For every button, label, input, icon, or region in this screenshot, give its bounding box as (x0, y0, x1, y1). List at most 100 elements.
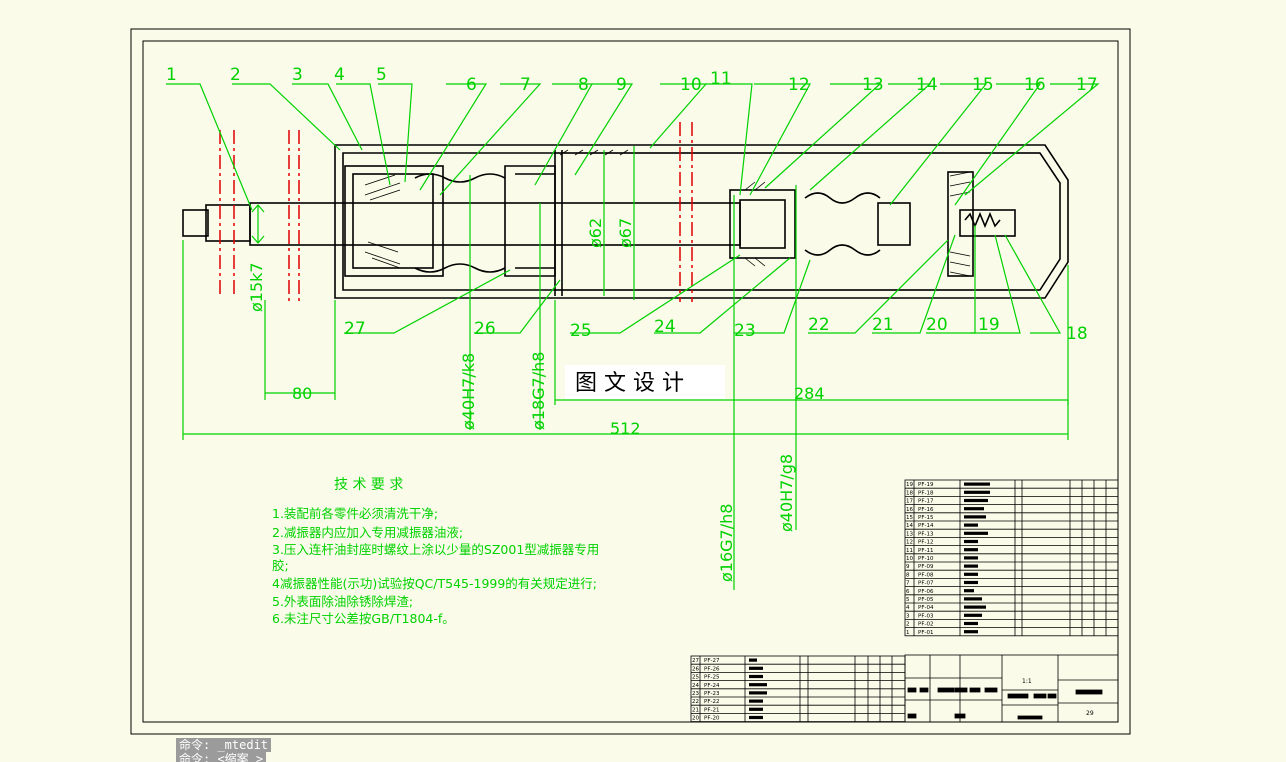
bom-item-number: 20 (692, 716, 699, 722)
part-label: 27 (344, 319, 366, 339)
bom-item-name (964, 482, 990, 486)
bom-item-number: 22 (692, 699, 699, 705)
bom-item-code: PF-10 (918, 556, 934, 562)
bom-item-number: 3 (906, 613, 910, 619)
part-label: 1 (166, 65, 177, 85)
bom-item-name (749, 674, 763, 679)
inner-border (142, 40, 1119, 723)
bom-item-number: 21 (692, 707, 699, 713)
bom-item-name (964, 548, 978, 552)
bom-item-number: 5 (906, 597, 910, 603)
part-label: 5 (376, 65, 387, 85)
bom-item-code: PF-07 (918, 581, 934, 587)
bom-item-number: 13 (906, 531, 913, 537)
dimension-labels: ø15k7 80 ø40H7/k8 ø18G7/h8 ø62 ø67 284 5… (247, 218, 825, 582)
bom-item-number: 16 (906, 507, 913, 513)
bom-item-code: PF-26 (704, 666, 720, 672)
bom-item-number: 1 (906, 630, 910, 636)
part-label: 17 (1076, 75, 1098, 95)
part-label: 21 (872, 315, 894, 335)
part-label: 8 (578, 75, 589, 95)
hatch-sections (364, 149, 971, 277)
bom-item-name (964, 564, 978, 568)
part-label: 9 (616, 75, 627, 95)
tech-line: 3.压入连杆油封座时螺纹上涂以少量的SZ001型减振器专用 (272, 542, 599, 557)
part-label: 2 (230, 65, 241, 85)
tech-line: 1.装配前各零件必须清洗干净; (272, 506, 438, 521)
bom-item-code: PF-16 (918, 507, 934, 513)
bom-item-code: PF-17 (918, 499, 934, 505)
bom-item-number: 24 (692, 683, 699, 689)
part-label: 14 (916, 75, 938, 95)
bom-item-code: PF-24 (704, 683, 720, 689)
part-label: 12 (788, 75, 810, 95)
title-block (904, 654, 1119, 723)
bom-item-code: PF-12 (918, 540, 933, 546)
bom-item-code: PF-03 (918, 613, 934, 619)
tech-title: 技 术 要 求 (334, 477, 403, 493)
tech-requirements: 技 术 要 求 1.装配前各零件必须清洗干净; 2.减振器内应加入专用减振器油液… (272, 477, 599, 626)
shock-absorber-assembly (182, 144, 1069, 299)
bom-item-code: PF-27 (704, 658, 720, 664)
dim-label: ø67 (616, 218, 635, 248)
dim-label: ø18G7/h8 (529, 352, 548, 430)
bom-item-code: PF-09 (918, 564, 934, 570)
center-lines (219, 122, 693, 302)
bom-item-code: PF-08 (918, 572, 934, 578)
bom-item-number: 17 (906, 499, 913, 505)
tech-line: 6.未注尺寸公差按GB/T1804-f。 (272, 611, 455, 626)
tech-line: 4减振器性能(示功)试验按QC/T545-1999的有关规定进行; (272, 576, 597, 591)
part-label: 15 (972, 75, 994, 95)
bom-item-name (964, 515, 986, 519)
scale-text: 1:1 (1022, 678, 1032, 685)
bom-item-name (964, 572, 978, 576)
dim-label: ø40H7/k8 (459, 353, 478, 430)
part-label: 18 (1066, 324, 1088, 344)
bom-item-name (749, 715, 763, 720)
bom-item-name (964, 490, 990, 494)
bom-item-number: 4 (906, 605, 910, 611)
part-label: 6 (466, 75, 477, 95)
bom-item-code: PF-01 (918, 630, 933, 636)
command-line-2[interactable]: 命令: <缩案 > (176, 752, 267, 762)
bom-item-code: PF-25 (704, 675, 720, 681)
bom-item-name (964, 539, 978, 544)
bom-item-number: 9 (906, 564, 910, 570)
bom-item-name (964, 605, 986, 609)
part-label: 4 (334, 65, 345, 85)
part-label: 25 (570, 321, 592, 341)
bom-item-number: 23 (692, 691, 699, 697)
bom-item-number: 27 (692, 658, 699, 664)
bom-item-number: 6 (906, 589, 910, 595)
tech-line: 2.减振器内应加入专用减振器油液; (272, 525, 463, 540)
dim-label: ø16G7/h8 (717, 504, 736, 582)
watermark-box (565, 365, 725, 399)
part-label: 24 (654, 317, 676, 337)
bom-item-code: PF-06 (918, 589, 934, 595)
bom-item-code: PF-05 (918, 597, 934, 603)
part-label: 3 (292, 65, 303, 85)
bom-item-name (964, 580, 978, 585)
bom-item-number: 11 (906, 548, 913, 554)
bom-item-code: PF-22 (704, 699, 719, 705)
bom-item-number: 12 (906, 540, 913, 546)
bom-item-number: 19 (906, 482, 913, 488)
tech-line: 5.外表面除油除锈除焊渣; (272, 594, 413, 609)
bom-item-number: 15 (906, 515, 913, 521)
part-label: 11 (710, 69, 732, 89)
bom-item-code: PF-21 (704, 707, 719, 713)
part-label: 10 (680, 75, 702, 95)
bom-item-number: 25 (692, 675, 699, 681)
outer-border (130, 28, 1131, 735)
bom-item-name (964, 507, 984, 511)
part-label: 7 (520, 75, 531, 95)
part-label: 26 (474, 319, 496, 339)
bom-item-name (964, 589, 974, 593)
part-label: 13 (862, 75, 884, 95)
bom-item-number: 7 (906, 581, 910, 587)
bom-item-name (749, 707, 763, 711)
bom-item-name (749, 699, 763, 703)
bom-item-code: PF-11 (918, 548, 933, 554)
command-line-1[interactable]: 命令: _mtedit (176, 738, 272, 752)
